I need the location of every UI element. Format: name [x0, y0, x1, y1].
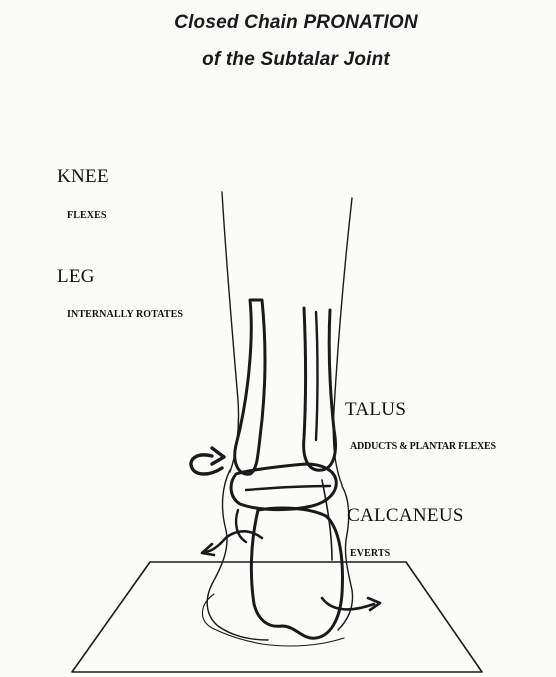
fat-pad-outline — [202, 594, 344, 646]
label-talus-action: ADDUCTS & PLANTAR FLEXES — [350, 441, 496, 452]
tibia-inner-line — [316, 312, 318, 440]
fibula-bone — [235, 300, 265, 474]
label-knee-action: FLEXES — [67, 210, 107, 221]
label-leg: LEG — [57, 266, 95, 288]
label-knee: KNEE — [57, 166, 109, 188]
talus-midline — [246, 486, 330, 490]
eversion-arrow-right — [322, 598, 374, 609]
label-calcaneus: CALCANEUS — [347, 505, 464, 527]
medial-mark — [236, 510, 246, 542]
label-talus: TALUS — [345, 399, 406, 421]
label-calcaneus-action: EVERTS — [350, 548, 390, 559]
calcaneus-bone — [251, 508, 342, 638]
label-leg-action: INTERNALLY ROTATES — [67, 309, 183, 320]
tibia-bone — [304, 308, 336, 470]
ground-plane — [72, 562, 482, 672]
rotation-arrow — [191, 455, 222, 474]
leg-outline-left — [222, 192, 239, 472]
rotation-arrow-head — [212, 448, 224, 464]
